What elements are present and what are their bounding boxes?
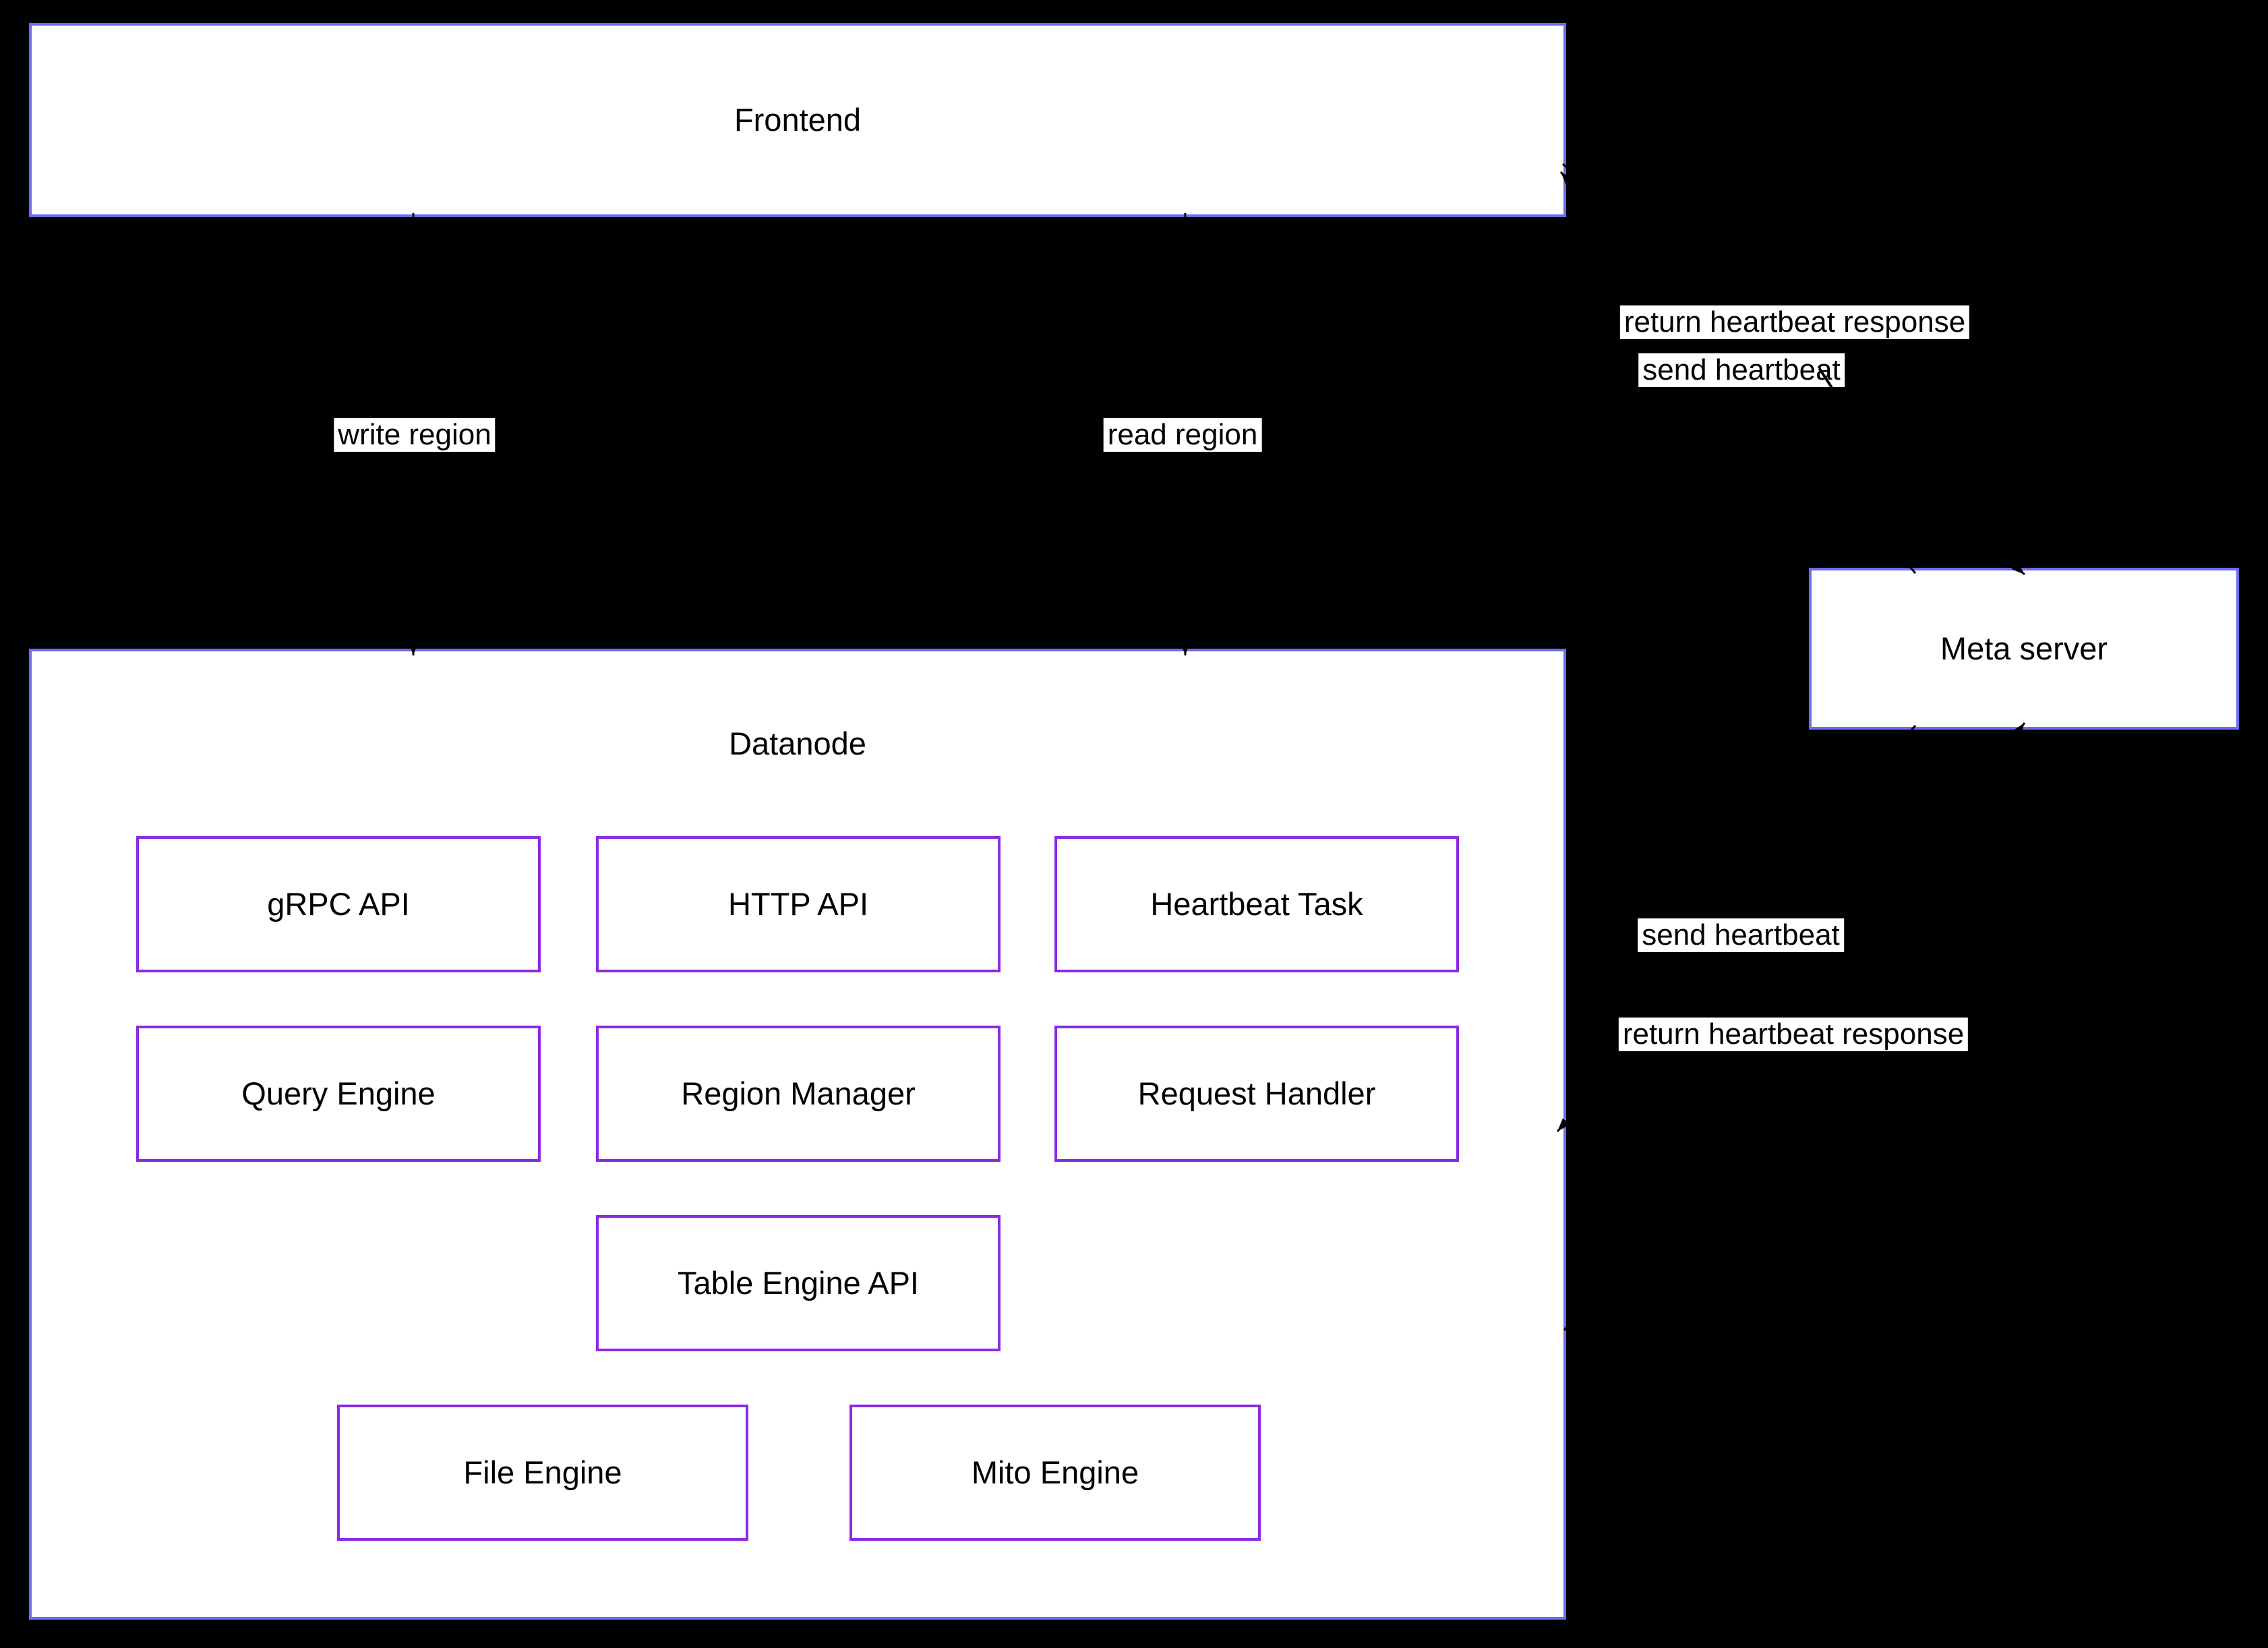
frontend-label: Frontend xyxy=(734,101,862,138)
datanode-label: Datanode xyxy=(729,726,866,761)
meta-server-label: Meta server xyxy=(1940,630,2108,666)
edge-label-return-heartbeat-response-top: return heartbeat response xyxy=(1619,305,1970,339)
frontend-node: Frontend xyxy=(29,23,1566,217)
table-engine-api-label: Table Engine API xyxy=(678,1264,919,1301)
grpc-api-node: gRPC API xyxy=(136,836,541,972)
edge-label-read-region: read region xyxy=(1103,418,1262,452)
request-handler-label: Request Handler xyxy=(1137,1075,1376,1111)
meta-server-node: Meta server xyxy=(1809,568,2239,730)
query-engine-node: Query Engine xyxy=(136,1026,541,1162)
mito-engine-node: Mito Engine xyxy=(849,1405,1261,1541)
edge-label-send-heartbeat-top: send heartbeat xyxy=(1638,353,1845,387)
region-manager-label: Region Manager xyxy=(681,1075,916,1111)
region-manager-node: Region Manager xyxy=(596,1026,1001,1162)
http-api-label: HTTP API xyxy=(727,885,869,922)
mito-engine-label: Mito Engine xyxy=(971,1454,1139,1490)
http-api-node: HTTP API xyxy=(596,836,1001,972)
file-engine-label: File Engine xyxy=(463,1454,622,1490)
query-engine-label: Query Engine xyxy=(241,1075,436,1111)
heartbeat-task-label: Heartbeat Task xyxy=(1150,885,1363,922)
request-handler-node: Request Handler xyxy=(1054,1026,1459,1162)
heartbeat-task-node: Heartbeat Task xyxy=(1054,836,1459,972)
file-engine-node: File Engine xyxy=(337,1405,748,1541)
edge-label-return-heartbeat-response-bottom: return heartbeat response xyxy=(1618,1018,1969,1051)
table-engine-api-node: Table Engine API xyxy=(596,1215,1001,1351)
edge-label-write-region: write region xyxy=(334,418,496,452)
edge-label-send-heartbeat-bottom: send heartbeat xyxy=(1638,918,1844,952)
grpc-api-label: gRPC API xyxy=(267,885,410,922)
